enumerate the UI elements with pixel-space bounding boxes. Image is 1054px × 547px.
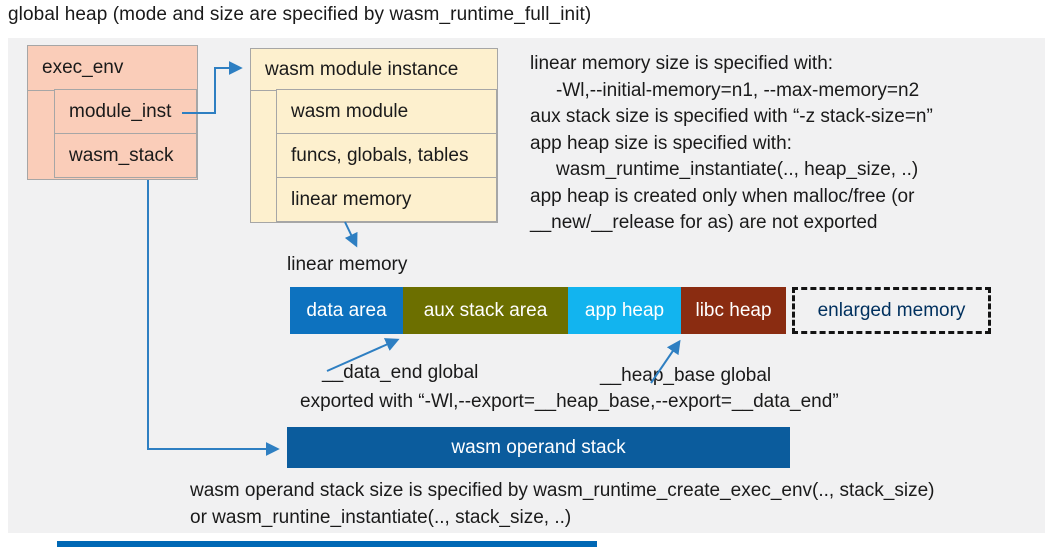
- diagram-title: global heap (mode and size are specified…: [8, 4, 592, 25]
- footer-accent-bar: [57, 541, 597, 547]
- note-line: or wasm_runtine_instantiate(.., stack_si…: [190, 506, 572, 528]
- heap-base-global-label: __heap_base global: [600, 365, 772, 386]
- note-line: __new/__release for as) are not exported: [530, 212, 878, 233]
- segment-aux-stack-area: aux stack area: [403, 287, 568, 334]
- segment-app-heap: app heap: [568, 287, 681, 334]
- linear-memory-label: linear memory: [287, 254, 408, 275]
- note-line: -Wl,--initial-memory=n1, --max-memory=n2: [556, 79, 920, 101]
- data-end-global-label: __data_end global: [322, 362, 479, 383]
- note-line: aux stack size is specified with “-z sta…: [530, 106, 933, 127]
- exec-env-box: exec_env module_inst wasm_stack: [27, 45, 198, 180]
- note-line: app heap is created only when malloc/fre…: [530, 185, 915, 207]
- module-instance-rows: wasm module funcs, globals, tables linea…: [276, 89, 497, 222]
- module-instance-header: wasm module instance: [251, 49, 497, 91]
- exec-env-header: exec_env: [28, 46, 197, 91]
- note-line: linear memory size is specified with:: [530, 53, 834, 74]
- module-instance-box: wasm module instance wasm module funcs, …: [250, 48, 498, 223]
- memory-size-notes: linear memory size is specified with: -W…: [530, 51, 933, 237]
- module-instance-row-linear-memory: linear memory: [276, 177, 497, 222]
- linear-memory-bar: data area aux stack area app heap libc h…: [290, 287, 786, 334]
- note-line: app heap size is specified with:: [530, 132, 792, 154]
- module-instance-row-funcs-globals-tables: funcs, globals, tables: [276, 133, 497, 178]
- segment-libc-heap: libc heap: [681, 287, 786, 334]
- operand-stack-notes: wasm operand stack size is specified by …: [190, 478, 935, 531]
- module-instance-row-wasm-module: wasm module: [276, 89, 497, 134]
- wasm-operand-stack-bar: wasm operand stack: [287, 427, 790, 468]
- exported-flags-label: exported with “-Wl,--export=__heap_base,…: [300, 391, 839, 412]
- note-line: wasm_runtime_instantiate(.., heap_size, …: [556, 159, 919, 180]
- enlarged-memory-box: enlarged memory: [792, 287, 991, 334]
- note-line: wasm operand stack size is specified by …: [190, 480, 935, 501]
- exec-env-row-module-inst: module_inst: [54, 89, 197, 134]
- exec-env-rows: module_inst wasm_stack: [54, 89, 197, 178]
- segment-data-area: data area: [290, 287, 403, 334]
- exec-env-row-wasm-stack: wasm_stack: [54, 133, 197, 178]
